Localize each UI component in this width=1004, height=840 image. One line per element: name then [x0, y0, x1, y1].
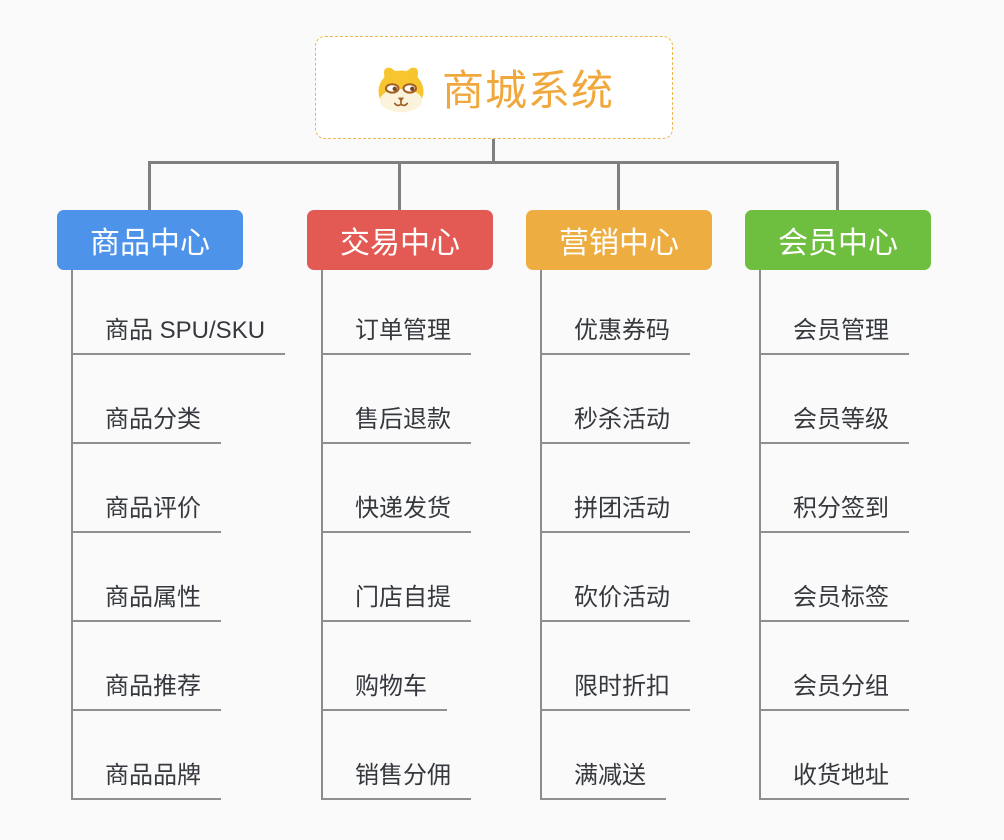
connector-drop-3	[617, 161, 620, 212]
branch-rail-marketing-center: 优惠券码 秒杀活动 拼团活动 砍价活动 限时折扣 满减送	[540, 270, 792, 800]
subtopic[interactable]: 限时折扣	[540, 666, 690, 711]
subtopic[interactable]: 商品评价	[71, 488, 221, 533]
branch-product-center[interactable]: 商品中心	[57, 210, 243, 270]
subtopic[interactable]: 满减送	[540, 755, 666, 800]
subtopic[interactable]: 收货地址	[759, 755, 909, 800]
subtopic[interactable]: 砍价活动	[540, 577, 690, 622]
connector-drop-2	[398, 161, 401, 212]
branch-rail-product-center: 商品 SPU/SKU 商品分类 商品评价 商品属性 商品推荐 商品品牌	[71, 270, 323, 800]
subtopic[interactable]: 订单管理	[321, 310, 471, 355]
branch-trade-center[interactable]: 交易中心	[307, 210, 493, 270]
root-topic-title: 商城系统	[441, 67, 614, 114]
connector-drop-4	[836, 161, 839, 212]
subtopic[interactable]: 门店自提	[321, 577, 471, 622]
subtopic[interactable]: 商品属性	[71, 577, 221, 622]
branch-rail-trade-center: 订单管理 售后退款 快递发货 门店自提 购物车 销售分佣	[321, 270, 573, 800]
dog-face-icon	[374, 63, 428, 113]
subtopic[interactable]: 销售分佣	[321, 755, 471, 800]
subtopic[interactable]: 会员标签	[759, 577, 909, 622]
branch-label: 交易中心	[340, 227, 460, 260]
connector-root-stem	[492, 139, 495, 164]
subtopic[interactable]: 会员管理	[759, 310, 909, 355]
connector-bus	[148, 161, 839, 164]
branch-label: 商品中心	[90, 227, 210, 260]
branch-marketing-center[interactable]: 营销中心	[526, 210, 712, 270]
branch-label: 营销中心	[559, 227, 679, 260]
subtopic[interactable]: 商品 SPU/SKU	[71, 310, 286, 355]
subtopic[interactable]: 售后退款	[321, 399, 471, 444]
connector-drop-1	[148, 161, 151, 212]
subtopic[interactable]: 会员等级	[759, 399, 909, 444]
subtopic[interactable]: 商品推荐	[71, 666, 221, 711]
subtopic[interactable]: 会员分组	[759, 666, 909, 711]
subtopic[interactable]: 拼团活动	[540, 488, 690, 533]
branch-label: 会员中心	[778, 227, 898, 260]
subtopic[interactable]: 快递发货	[321, 488, 471, 533]
branch-rail-member-center: 会员管理 会员等级 积分签到 会员标签 会员分组 收货地址	[759, 270, 1004, 800]
branch-member-center[interactable]: 会员中心	[745, 210, 931, 270]
subtopic[interactable]: 优惠券码	[540, 310, 690, 355]
subtopic[interactable]: 积分签到	[759, 488, 909, 533]
subtopic[interactable]: 秒杀活动	[540, 399, 690, 444]
root-topic[interactable]: 商城系统	[315, 36, 673, 139]
subtopic[interactable]: 商品品牌	[71, 755, 221, 800]
subtopic[interactable]: 购物车	[321, 666, 447, 711]
subtopic[interactable]: 商品分类	[71, 399, 221, 444]
